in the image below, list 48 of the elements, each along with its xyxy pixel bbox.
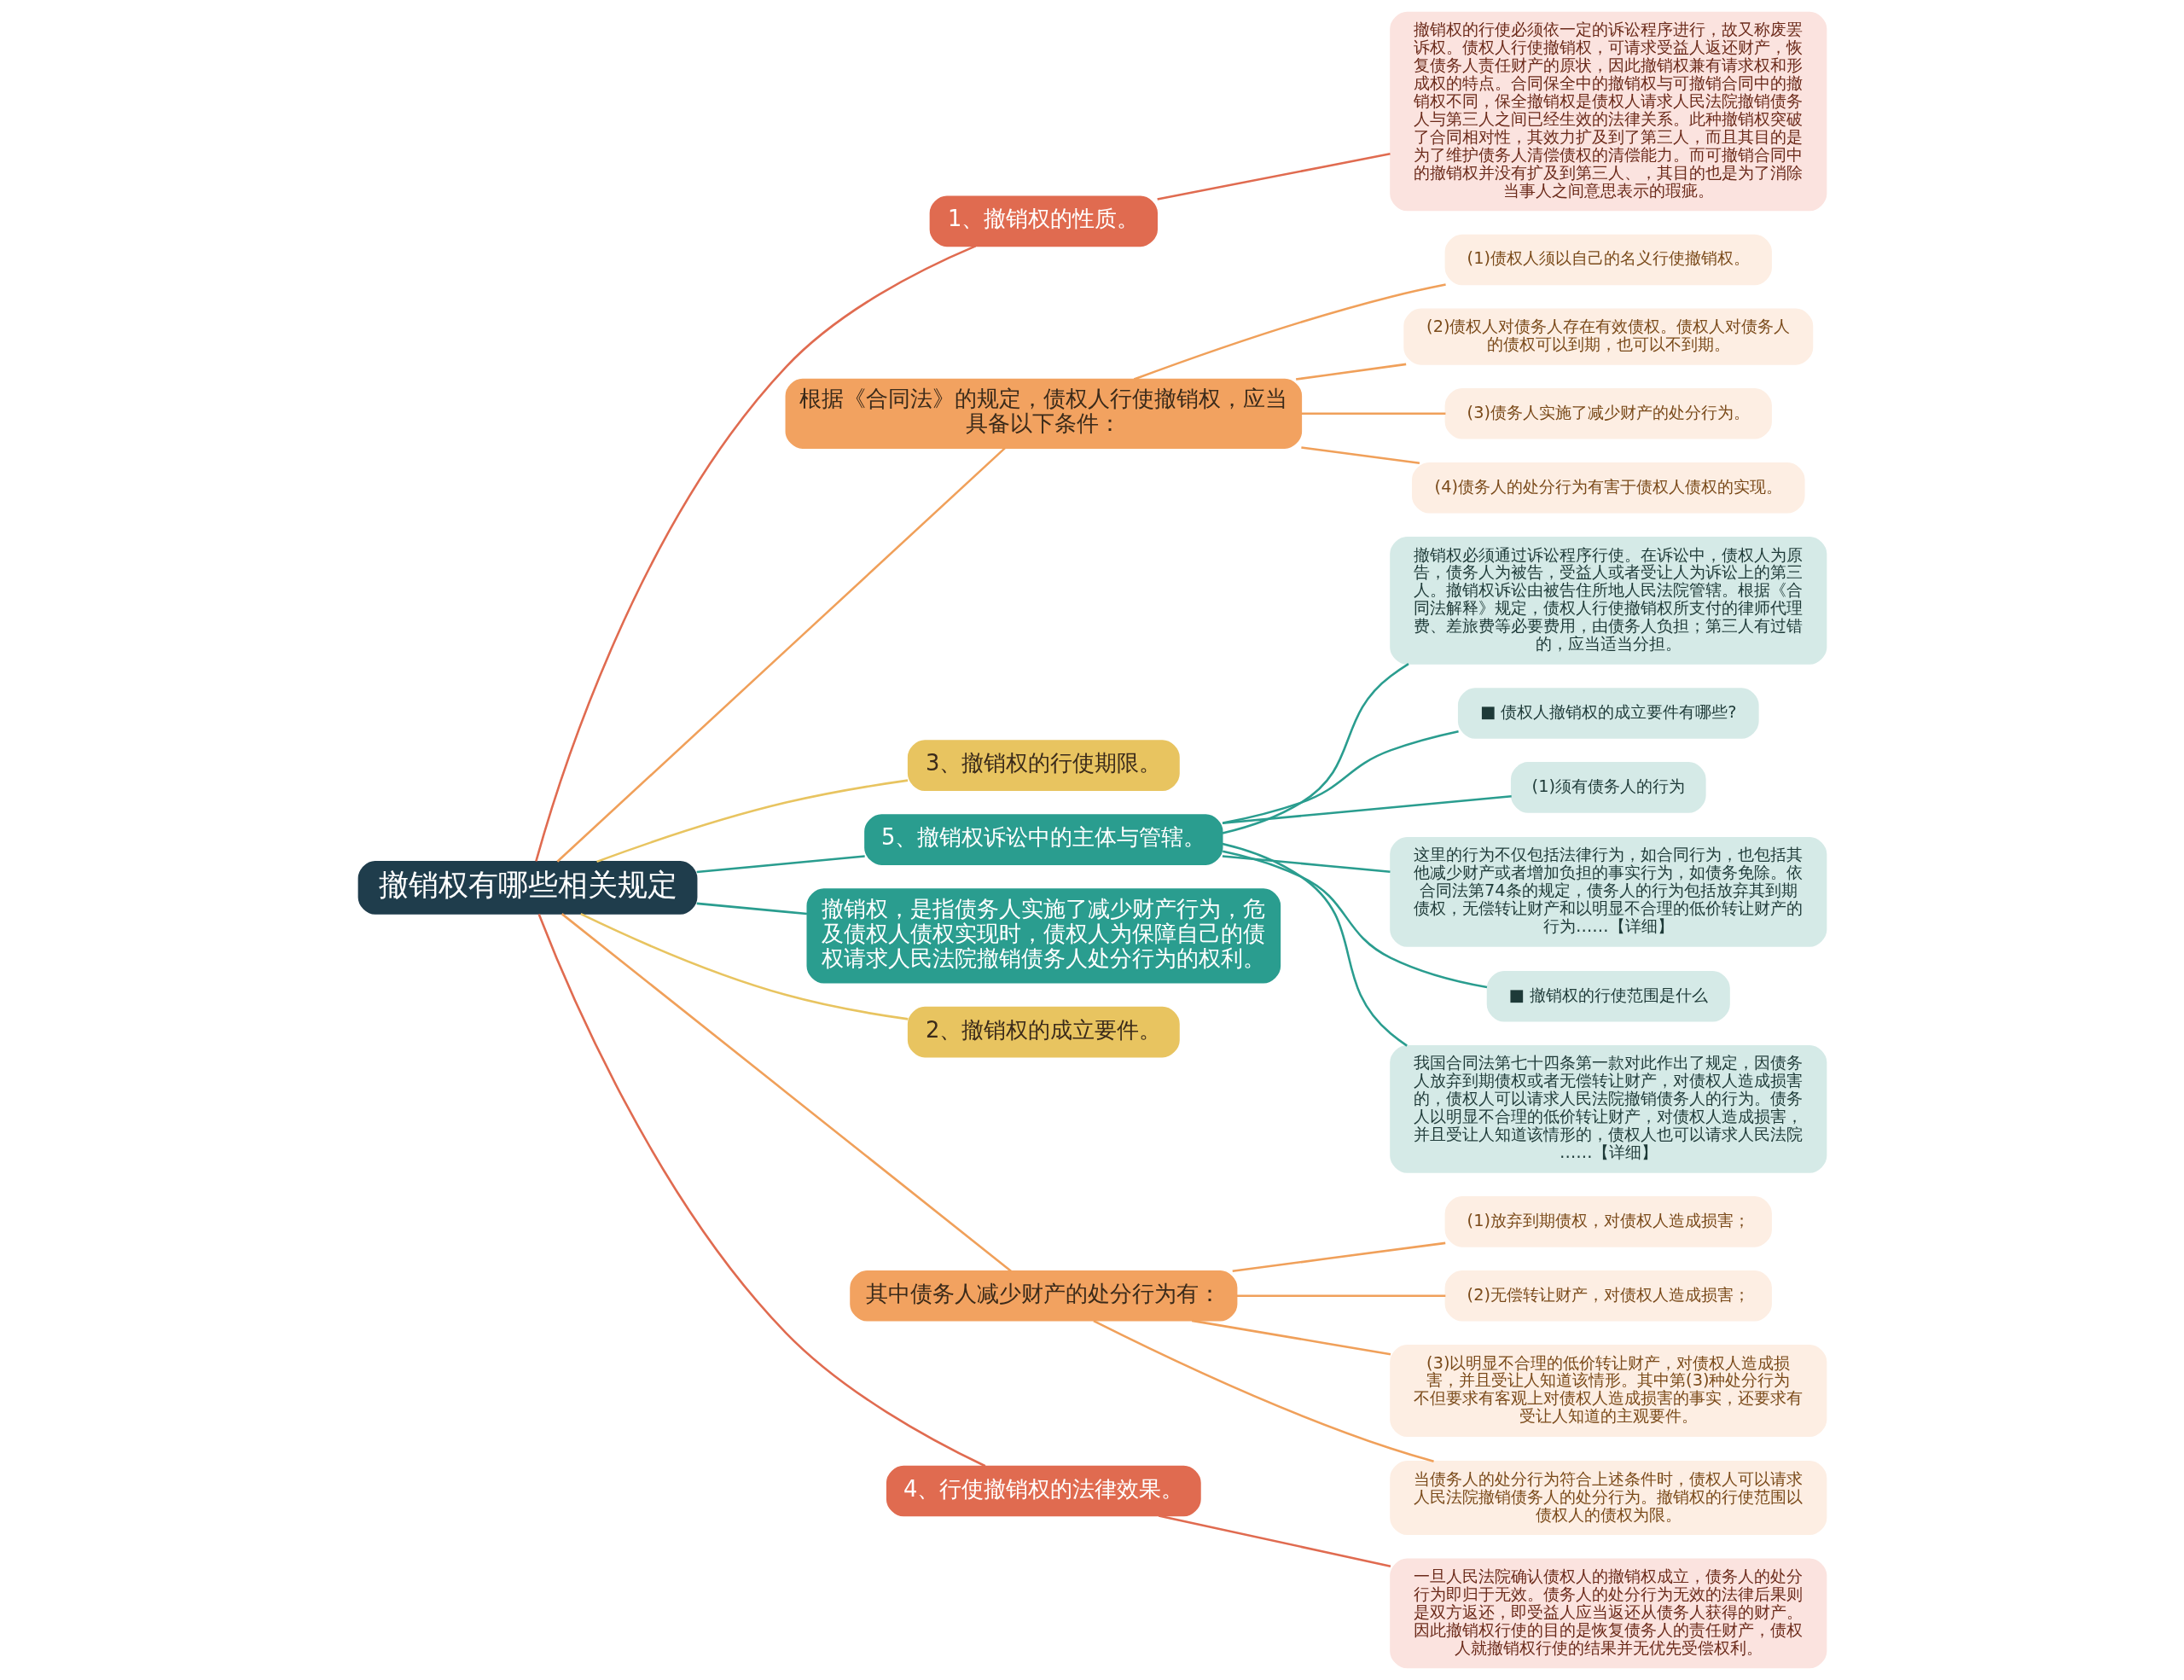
node-box: 撤销权必须通过诉讼程序行使。在诉讼中，债权人为原告，债务人为被告，受益人或者受让人为诉讼上的第三人。撤销权诉讼由被告住所地人民法院管辖。根据《合同法解释》规定，债权人行使撤销权所支付的律师代理费、差旅费等必要费用，由债务人负担；第三人有过错的，应当适当分担。 bbox=[1389, 536, 1827, 665]
connector bbox=[1236, 1294, 1445, 1298]
node-box: 撤销权有哪些相关规定 bbox=[357, 861, 697, 915]
node-box: (4)债务人的处分行为有害于债权人债权的实现。 bbox=[1411, 462, 1805, 514]
connector bbox=[1222, 855, 1391, 873]
node-box: (1)债权人须以自己的名义行使撤销权。 bbox=[1444, 234, 1772, 286]
node-box: 当债务人的处分行为符合上述条件时，债权人可以请求人民法院撤销债务人的处分行为。撤销权的行使范围以债权人的债权为限。 bbox=[1389, 1461, 1827, 1536]
connector bbox=[696, 902, 807, 916]
node-box: (3)以明显不合理的低价转让财产，对债权人造成损害，并且受让人知道该情形。其中第(3)种处分行为不但要求有客观上对债权人造成损害的事实，还要求有受让人知道的主观要件。 bbox=[1389, 1345, 1827, 1437]
node-box: 这里的行为不仅包括法律行为，如合同行为，也包括其他减少财产或者增加负担的事实行为，如债务免除。依合同法第74条的规定，债务人的行为包括放弃其到期债权，无偿转让财产和以明显不合理的低价转让财产的行为……【详细】 bbox=[1389, 836, 1827, 947]
node-box: (1)放弃到期债权，对债权人造成损害； bbox=[1444, 1196, 1772, 1247]
connector bbox=[1191, 1319, 1391, 1356]
node-box: ■ 撤销权的行使范围是什么 bbox=[1486, 970, 1730, 1022]
node-box: 撤销权的行使必须依一定的诉讼程序进行，故又称废罢诉权。债权人行使撤销权，可请求受益人返还财产，恢复债务人责任财产的原状，因此撤销权兼有请求权和形成权的特点。合同保全中的撤销权与可撤销合同中的撤销权不同，保全撤销权是债权人请求人民法院撤销债务人与第三人之间已经生效的法律关系。此种撤销权突破了合同相对性，其效力扩及到了第三人，而且其目的是为了维护债务人清偿债权的清偿能力。而可撤销合同中的撤销权并没有扩及到第三人、，其目的也是为了消除当事人之间意思表示的瑕疵。 bbox=[1389, 11, 1827, 212]
connector bbox=[1222, 850, 1487, 989]
node-box: 1、撤销权的性质。 bbox=[929, 195, 1158, 247]
connector bbox=[1092, 1319, 1434, 1463]
node-box: 5、撤销权诉讼中的主体与管辖。 bbox=[863, 814, 1223, 865]
connector bbox=[537, 914, 985, 1468]
connector bbox=[1300, 412, 1445, 416]
connector bbox=[1222, 795, 1512, 825]
node-box: (2)债权人对债务人存在有效债权。债权人对债务人的债权可以到期，也可以不到期。 bbox=[1403, 308, 1813, 365]
connector bbox=[555, 447, 1006, 863]
node-box: 我国合同法第七十四条第一款对此作出了规定，因债务人放弃到期债权或者无偿转让财产，对债权人造成损害的，债权人可以请求人民法院撤销债务人的行为。债务人以明显不合理的低价转让财产，对债权人造成损害，并且受让人知道该情形的，债权人也可以请求人民法院……【详细】 bbox=[1389, 1044, 1827, 1173]
connector bbox=[1156, 152, 1391, 201]
connector bbox=[579, 912, 908, 1020]
connector bbox=[1300, 446, 1420, 465]
connector bbox=[1232, 1241, 1445, 1273]
node-box: 撤销权，是指债务人实施了减少财产行为，危及债权人债权实现时，债权人为保障自己的债权请求人民法院撤销债务人处分行为的权利。 bbox=[806, 888, 1281, 984]
connector bbox=[561, 913, 1012, 1272]
connector bbox=[534, 245, 976, 862]
connector bbox=[696, 855, 865, 874]
connector bbox=[595, 779, 908, 863]
node-box: 其中债务人减少财产的处分行为有： bbox=[849, 1270, 1237, 1322]
connector bbox=[1158, 1514, 1391, 1567]
connector bbox=[1133, 283, 1446, 381]
node-box: 2、撤销权的成立要件。 bbox=[907, 1006, 1180, 1058]
connector bbox=[1222, 842, 1408, 1047]
node-box: 一旦人民法院确认债权人的撤销权成立，债务人的处分行为即归于无效。债务人的处分行为无效的法律后果则是双方返还，即受益人应当返还从债务人获得的财产。因此撤销权行使的目的是恢复债务人的责任财产，债权人就撤销权行使的结果并无优先受偿权利。 bbox=[1389, 1558, 1827, 1669]
connector bbox=[1295, 363, 1406, 381]
node-box: (2)无偿转让财产，对债权人造成损害； bbox=[1444, 1270, 1772, 1322]
node-box: 3、撤销权的行使期限。 bbox=[907, 740, 1180, 791]
node-box: (3)债务人实施了减少财产的处分行为。 bbox=[1444, 388, 1772, 439]
node-box: ■ 债权人撤销权的成立要件有哪些? bbox=[1457, 688, 1759, 739]
node-box: 4、行使撤销权的法律效果。 bbox=[886, 1465, 1201, 1517]
connector bbox=[1222, 663, 1409, 834]
node-box: (1)须有债务人的行为 bbox=[1510, 762, 1706, 813]
node-box: 根据《合同法》的规定，债权人行使撤销权，应当具备以下条件： bbox=[785, 378, 1302, 449]
